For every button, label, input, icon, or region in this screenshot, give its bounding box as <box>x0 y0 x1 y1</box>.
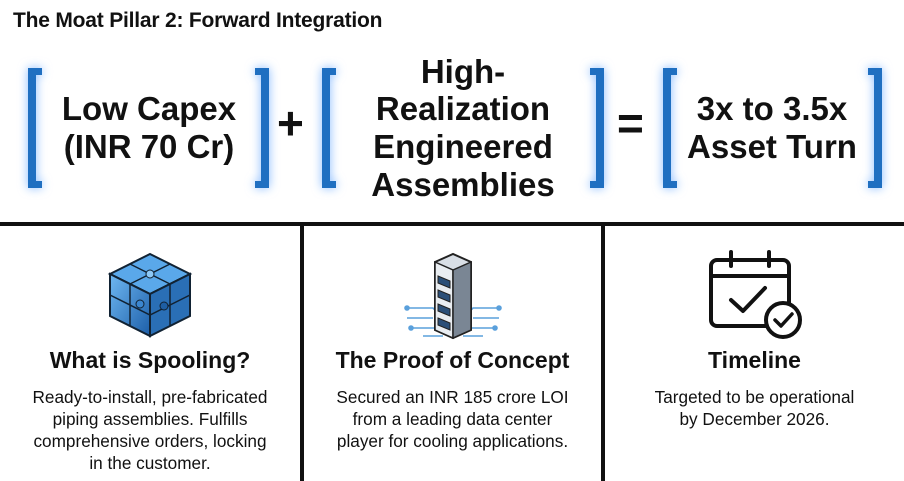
timeline-heading: Timeline <box>708 347 801 373</box>
equation-term-asset-turn: 3x to 3.5x Asset Turn <box>687 90 857 165</box>
column-divider-2 <box>601 226 605 481</box>
left-bracket-3 <box>663 68 677 188</box>
equals-operator: = <box>617 97 644 149</box>
plus-operator: + <box>277 97 304 149</box>
equation-banner: Low Capex (INR 70 Cr) + High-Realization… <box>0 0 904 222</box>
equation-term-assemblies: High-Realization Engineered Assemblies <box>371 52 555 203</box>
section-divider <box>0 222 904 226</box>
puzzle-cube-icon <box>102 248 198 345</box>
timeline-description: Targeted to be operational by December 2… <box>654 387 855 429</box>
left-bracket-1 <box>28 68 42 188</box>
equation-term-capex: Low Capex (INR 70 Cr) <box>61 90 237 165</box>
right-bracket-3 <box>868 68 882 188</box>
right-bracket-2 <box>590 68 604 188</box>
page-title: The Moat Pillar 2: Forward Integration <box>13 9 383 32</box>
calendar-check-icon <box>705 248 805 347</box>
column-divider-1 <box>300 226 304 481</box>
spooling-column: What is Spooling? Ready-to-install, pre-… <box>0 226 300 481</box>
timeline-column: Timeline Targeted to be operational by D… <box>605 226 904 481</box>
left-bracket-2 <box>322 68 336 188</box>
right-bracket-1 <box>255 68 269 188</box>
server-rack-icon <box>403 248 503 347</box>
spooling-heading: What is Spooling? <box>49 347 251 373</box>
proof-of-concept-description: Secured an INR 185 crore LOI from a lead… <box>336 387 569 451</box>
proof-of-concept-heading: The Proof of Concept <box>335 347 570 373</box>
proof-of-concept-column: The Proof of Concept Secured an INR 185 … <box>304 226 601 481</box>
spooling-description: Ready-to-install, pre-fabricated piping … <box>32 387 268 473</box>
